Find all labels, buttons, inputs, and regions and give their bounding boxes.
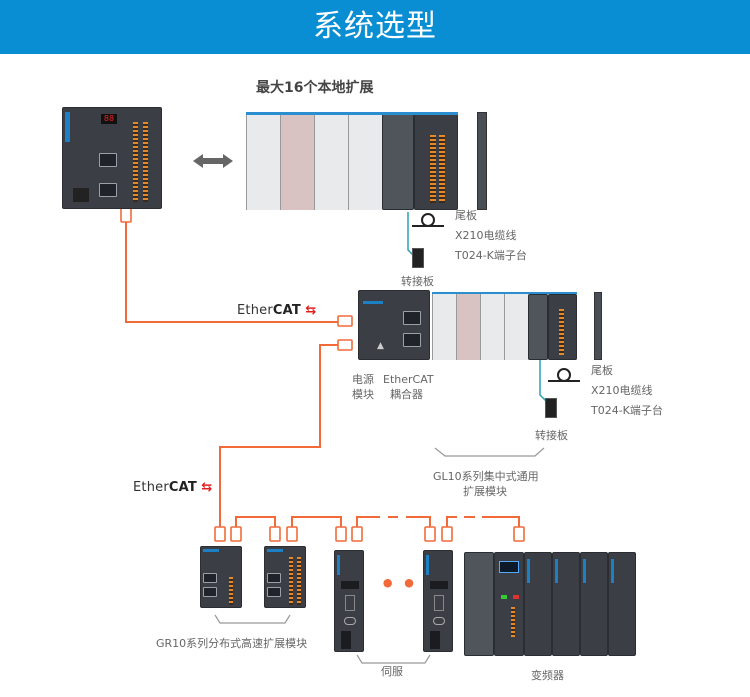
adapter-board — [412, 248, 424, 268]
gr10-module-2 — [264, 546, 306, 608]
mid-adapter-board-label: 转接板 — [535, 429, 568, 442]
cable-dash-4 — [482, 516, 520, 530]
mid-end-plate-label: 尾板 — [591, 364, 613, 377]
connector-icon — [230, 526, 242, 542]
gl10-label-line2: 扩展模块 — [463, 485, 507, 498]
top-end-plate-label: 尾板 — [455, 209, 477, 222]
connector-icon — [214, 526, 226, 542]
mid-t024k-terminal-label: T024-K端子台 — [591, 404, 663, 417]
coupler-label-line2: 耦合器 — [390, 388, 423, 401]
page-title: 系统选型 — [313, 9, 437, 44]
gr10-label: GR10系列分布式高速扩展模块 — [156, 637, 308, 650]
connector-icon — [335, 526, 347, 542]
gr10-bracket — [214, 614, 291, 624]
connector-icon — [269, 526, 281, 542]
connector-icon — [513, 526, 525, 542]
plc-cpu: 88 — [62, 107, 162, 209]
page-header: 系统选型 — [0, 0, 750, 54]
local-expansion-title: 最大16个本地扩展 — [256, 80, 374, 96]
servo-bracket — [356, 654, 431, 664]
inverter-system — [464, 552, 636, 658]
connector-icon — [441, 526, 453, 542]
connector-icon — [337, 339, 353, 351]
cable-cpu-to-coupler — [125, 222, 342, 323]
top-adapter-board-label: 转接板 — [401, 275, 434, 288]
connector-icon — [351, 526, 363, 542]
ethercat-logo: EtherCAT ⇆ — [237, 303, 317, 318]
inverter-label: 变频器 — [531, 669, 564, 682]
gr10-module-1 — [200, 546, 242, 608]
end-plate — [594, 292, 602, 360]
connector-icon — [424, 526, 436, 542]
power-module-label-line1: 电源 — [352, 373, 374, 386]
servo-label: 伺服 — [381, 665, 403, 678]
servo-drive-1 — [334, 550, 364, 652]
cable-coupler-to-gr10 — [219, 344, 342, 530]
gl10-label-line1: GL10系列集中式通用 — [433, 470, 539, 483]
power-module-label-line2: 模块 — [352, 388, 374, 401]
ethercat-logo-2: EtherCAT ⇆ — [133, 480, 213, 495]
bidirectional-arrow-icon — [193, 154, 233, 168]
cable-gr10-1-to-2 — [235, 516, 276, 530]
coupler-label-line1: EtherCAT — [383, 373, 434, 386]
connector-icon — [337, 315, 353, 327]
servo-drive-n — [423, 550, 453, 652]
cable-servoN-to-inverter — [446, 516, 457, 530]
connector-icon — [120, 207, 132, 223]
mid-x210-cable-label: X210电缆线 — [591, 384, 653, 397]
top-t024k-terminal-label: T024-K端子台 — [455, 249, 527, 262]
adapter-board — [545, 398, 557, 418]
gl10-rack — [432, 292, 577, 360]
ethercat-coupler: ▲ — [358, 290, 430, 360]
local-expansion-rack — [246, 112, 458, 210]
cable-gr10-2-to-servo1 — [291, 516, 342, 530]
cable-servo1-to-servoN — [356, 516, 380, 530]
end-plate — [477, 112, 487, 210]
gl10-bracket — [434, 447, 545, 457]
connector-icon — [286, 526, 298, 542]
cable-dash-2 — [406, 516, 431, 530]
top-x210-cable-label: X210电缆线 — [455, 229, 517, 242]
